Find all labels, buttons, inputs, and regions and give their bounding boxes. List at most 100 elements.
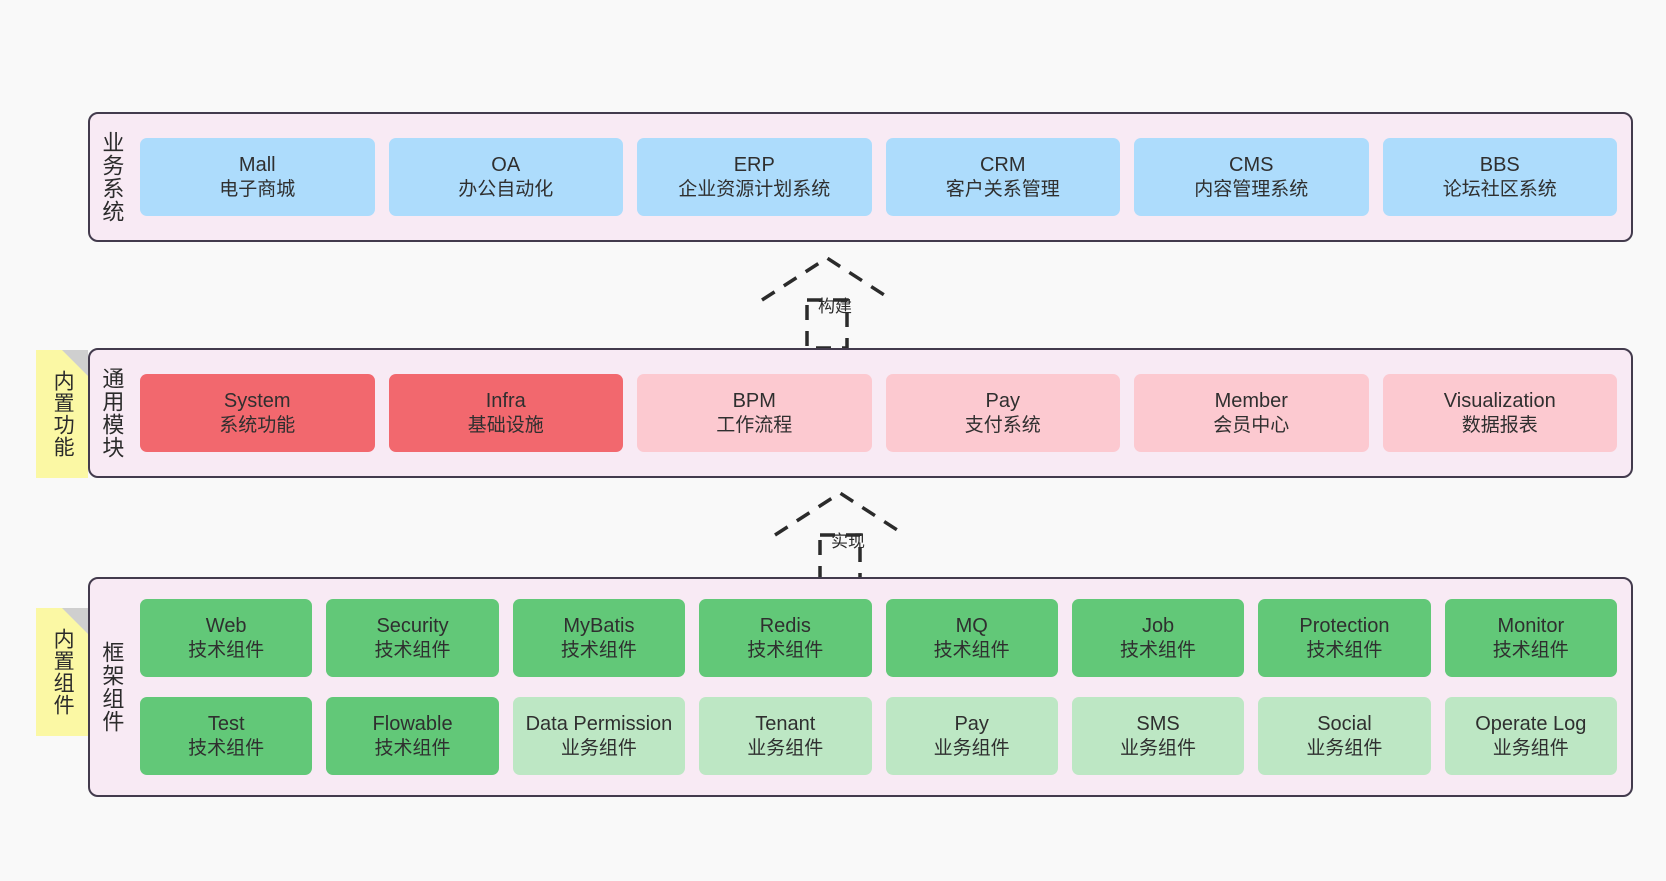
card-erp[interactable]: ERP 企业资源计划系统	[637, 138, 872, 216]
card-member[interactable]: Member 会员中心	[1134, 374, 1369, 452]
card-test[interactable]: Test 技术组件	[140, 697, 313, 775]
connector-label-implement: 实现	[831, 532, 865, 551]
card-job-desc: 技术组件	[1120, 639, 1197, 661]
card-pay-module-title: Pay	[985, 390, 1020, 413]
card-system-title: System	[223, 390, 291, 413]
card-visualization-desc: 数据报表	[1461, 414, 1538, 436]
card-monitor-title: Monitor	[1497, 615, 1565, 638]
card-oa-desc: 办公自动化	[458, 178, 554, 200]
card-pay-module[interactable]: Pay 支付系统	[885, 374, 1120, 452]
card-infra-title: Infra	[485, 390, 526, 413]
card-bbs-title: BBS	[1479, 154, 1520, 177]
tier-framework-row-2: Test 技术组件 Flowable 技术组件 Data Permission …	[140, 697, 1617, 775]
card-pay-module-desc: 支付系统	[964, 414, 1041, 436]
card-tenant[interactable]: Tenant 业务组件	[699, 697, 872, 775]
card-job[interactable]: Job 技术组件	[1071, 599, 1245, 677]
card-test-title: Test	[207, 713, 245, 736]
card-protection-title: Protection	[1299, 615, 1390, 638]
card-system-desc: 系统功能	[219, 414, 296, 436]
card-flowable-desc: 技术组件	[374, 737, 451, 759]
card-operate-log[interactable]: Operate Log 业务组件	[1444, 697, 1617, 775]
card-protection[interactable]: Protection 技术组件	[1258, 599, 1431, 677]
note-builtin-component: 内置组件	[36, 608, 88, 736]
card-pay-component-desc: 业务组件	[933, 737, 1010, 759]
card-cms[interactable]: CMS 内容管理系统	[1134, 138, 1369, 216]
card-flowable[interactable]: Flowable 技术组件	[326, 697, 499, 775]
card-erp-desc: 企业资源计划系统	[678, 178, 831, 200]
card-crm[interactable]: CRM 客户关系管理	[885, 138, 1120, 216]
card-system[interactable]: System 系统功能	[140, 374, 375, 452]
card-web[interactable]: Web 技术组件	[140, 599, 313, 677]
card-social-title: Social	[1317, 713, 1372, 736]
card-cms-desc: 内容管理系统	[1194, 178, 1309, 200]
connector-label-build: 构建	[818, 297, 852, 316]
tier-business-systems: 业务系统 Mall 电子商城 OA 办公自动化 ERP 企业资源计划系统 CRM…	[88, 112, 1633, 242]
card-monitor-desc: 技术组件	[1492, 639, 1569, 661]
card-redis[interactable]: Redis 技术组件	[699, 599, 872, 677]
card-test-desc: 技术组件	[188, 737, 265, 759]
card-web-title: Web	[205, 615, 247, 638]
card-member-desc: 会员中心	[1213, 414, 1290, 436]
card-pay-component-title: Pay	[954, 713, 989, 736]
tier-framework-label: 框架组件	[99, 641, 125, 733]
card-security-title: Security	[376, 615, 449, 638]
tier-modules-row-1: System 系统功能 Infra 基础设施 BPM 工作流程 Pay 支付系统…	[140, 374, 1617, 452]
card-crm-title: CRM	[979, 154, 1026, 177]
card-mall-desc: 电子商城	[219, 178, 296, 200]
card-mybatis[interactable]: MyBatis 技术组件	[512, 599, 686, 677]
card-security[interactable]: Security 技术组件	[326, 599, 499, 677]
card-bpm-desc: 工作流程	[716, 414, 793, 436]
tier-business-label: 业务系统	[99, 131, 125, 223]
card-bbs[interactable]: BBS 论坛社区系统	[1382, 138, 1617, 216]
card-mq-title: MQ	[955, 615, 988, 638]
tier-framework-components: 框架组件 Web 技术组件 Security 技术组件 MyBatis 技术组件…	[88, 577, 1633, 797]
card-bpm-title: BPM	[732, 390, 776, 413]
tier-framework-row-1: Web 技术组件 Security 技术组件 MyBatis 技术组件 Redi…	[140, 599, 1617, 677]
card-cms-title: CMS	[1229, 154, 1274, 177]
card-oa-title: OA	[491, 154, 521, 177]
card-social[interactable]: Social 业务组件	[1258, 697, 1431, 775]
tier-common-modules: 通用模块 System 系统功能 Infra 基础设施 BPM 工作流程 Pay…	[88, 348, 1633, 478]
card-security-desc: 技术组件	[374, 639, 451, 661]
card-sms[interactable]: SMS 业务组件	[1071, 697, 1245, 775]
card-visualization[interactable]: Visualization 数据报表	[1382, 374, 1617, 452]
card-crm-desc: 客户关系管理	[945, 178, 1060, 200]
card-data-permission-title: Data Permission	[525, 713, 673, 736]
card-job-title: Job	[1141, 615, 1175, 638]
card-social-desc: 业务组件	[1306, 737, 1383, 759]
card-operate-log-title: Operate Log	[1475, 713, 1587, 736]
card-bpm[interactable]: BPM 工作流程	[637, 374, 872, 452]
card-data-permission-desc: 业务组件	[560, 737, 637, 759]
card-mq[interactable]: MQ 技术组件	[885, 599, 1058, 677]
card-mybatis-desc: 技术组件	[560, 639, 637, 661]
card-bbs-desc: 论坛社区系统	[1442, 178, 1557, 200]
tier-business-body: Mall 电子商城 OA 办公自动化 ERP 企业资源计划系统 CRM 客户关系…	[132, 114, 1631, 240]
card-flowable-title: Flowable	[372, 713, 453, 736]
tier-modules-body: System 系统功能 Infra 基础设施 BPM 工作流程 Pay 支付系统…	[132, 350, 1631, 476]
card-data-permission[interactable]: Data Permission 业务组件	[512, 697, 686, 775]
card-web-desc: 技术组件	[188, 639, 265, 661]
card-mq-desc: 技术组件	[933, 639, 1010, 661]
card-infra[interactable]: Infra 基础设施	[388, 374, 623, 452]
note-builtin-function: 内置功能	[36, 350, 88, 478]
card-protection-desc: 技术组件	[1306, 639, 1383, 661]
card-member-title: Member	[1214, 390, 1288, 413]
card-sms-title: SMS	[1136, 713, 1180, 736]
card-tenant-desc: 业务组件	[747, 737, 824, 759]
card-monitor[interactable]: Monitor 技术组件	[1444, 599, 1617, 677]
tier-framework-body: Web 技术组件 Security 技术组件 MyBatis 技术组件 Redi…	[132, 579, 1631, 795]
card-mall[interactable]: Mall 电子商城	[140, 138, 375, 216]
card-pay-component[interactable]: Pay 业务组件	[885, 697, 1058, 775]
card-tenant-title: Tenant	[755, 713, 816, 736]
tier-business-row-1: Mall 电子商城 OA 办公自动化 ERP 企业资源计划系统 CRM 客户关系…	[140, 138, 1617, 216]
card-erp-title: ERP	[733, 154, 775, 177]
card-sms-desc: 业务组件	[1120, 737, 1197, 759]
card-redis-title: Redis	[759, 615, 811, 638]
card-operate-log-desc: 业务组件	[1492, 737, 1569, 759]
card-redis-desc: 技术组件	[747, 639, 824, 661]
card-visualization-title: Visualization	[1443, 390, 1556, 413]
card-oa[interactable]: OA 办公自动化	[388, 138, 623, 216]
card-mybatis-title: MyBatis	[563, 615, 635, 638]
tier-modules-label: 通用模块	[99, 367, 125, 459]
